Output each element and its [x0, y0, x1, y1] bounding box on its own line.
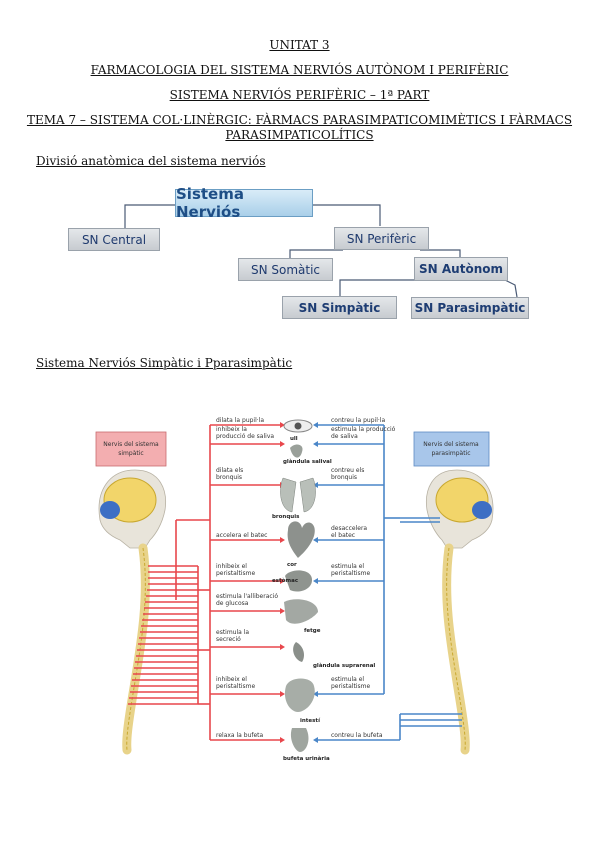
sympathetic-effect-label: inhibeix el	[216, 676, 247, 683]
unit-heading: UNITAT 3	[269, 38, 330, 52]
left-box-line1: Nervis del sistema	[103, 441, 159, 448]
sympathetic-effect-label: secreció	[216, 636, 241, 643]
parasympathetic-effect-label: contreu la pupil·la	[331, 417, 385, 424]
parasympathetic-effect-label: peristaltisme	[331, 683, 370, 690]
parasympathetic-effect-label: el batec	[331, 532, 355, 539]
topic-line-1: TEMA 7 – SISTEMA COL·LINÈRGIC: FÀRMACS P…	[26, 113, 573, 127]
organ-illustrations	[280, 419, 318, 752]
organ-label: bufeta urinària	[283, 755, 330, 762]
node-sn-parasimpatic: SN Parasimpàtic	[411, 297, 529, 319]
organ-label: bronquis	[272, 514, 300, 520]
topic-line-2: PARASIMPATICOLÍTICS	[225, 128, 374, 142]
sympathetic-nerves	[128, 424, 280, 741]
sympathetic-effect-label: relaxa la bufeta	[216, 732, 264, 739]
organ-label: glàndula suprarenal	[313, 662, 375, 669]
sympathetic-effect-label: dilata els	[216, 467, 243, 474]
organ-label: glàndula salival	[283, 458, 332, 465]
parasympathetic-effect-label: de saliva	[331, 433, 358, 440]
organ-label: ull	[290, 436, 298, 442]
parasympathetic-effect-label: estimula el	[331, 563, 364, 570]
node-sn-simpatic: SN Simpàtic	[282, 296, 397, 319]
part-title: SISTEMA NERVIÓS PERIFÈRIC – 1ª PART	[169, 88, 430, 102]
node-sn-periferic: SN Perifèric	[334, 227, 429, 250]
sympathetic-label-box: Nervis del sistema simpàtic	[95, 431, 167, 467]
section-title-simpatic: Sistema Nerviós Simpàtic i Pparasimpàtic	[36, 356, 293, 370]
sympathetic-effect-label: bronquis	[216, 474, 242, 481]
parasympathetic-effect-label: bronquis	[331, 474, 357, 481]
node-sistema-nervios: Sistema Nerviós	[175, 185, 313, 221]
organ-label: intestí	[300, 717, 321, 724]
parasympathetic-effect-label: estimula el	[331, 676, 364, 683]
node-sn-autonom: SN Autònom	[414, 257, 508, 281]
sympathetic-effect-label: producció de saliva	[216, 433, 274, 440]
sympathetic-effect-label: accelera el batec	[216, 532, 267, 539]
parasympathetic-label-box: Nervis del sistema parasimpàtic	[413, 431, 490, 467]
organ-label: cor	[287, 562, 297, 568]
organ-label: fetge	[304, 628, 321, 634]
parasympathetic-effect-label: estimula la producció	[331, 426, 396, 433]
parasympathetic-nerves	[318, 424, 462, 741]
right-box-line1: Nervis del sistema	[423, 441, 479, 448]
sympathetic-effect-label: estimula la	[216, 629, 249, 636]
right-box-line2: parasimpàtic	[431, 450, 470, 457]
parasympathetic-effect-label: peristaltisme	[331, 570, 370, 577]
left-body-figure	[98, 469, 166, 755]
sympathetic-effect-label: inhibeix el	[216, 563, 247, 570]
unit-title: FARMACOLOGIA DEL SISTEMA NERVIÓS AUTÒNOM…	[90, 63, 509, 77]
parasympathetic-effect-label: contreu els	[331, 467, 364, 474]
right-body-figure	[426, 469, 494, 755]
organ-label: estòmac	[272, 577, 298, 584]
node-sn-somatic: SN Somàtic	[238, 258, 333, 281]
sympathetic-effect-label: inhibeix la	[216, 426, 247, 433]
left-box-line2: simpàtic	[118, 450, 143, 457]
parasympathetic-effect-label: contreu la bufeta	[331, 732, 383, 739]
sympathetic-effect-label: de glucosa	[216, 600, 249, 607]
sympathetic-effect-label: dilata la pupil·la	[216, 417, 264, 424]
sympathetic-effect-label: peristaltisme	[216, 683, 255, 690]
parasympathetic-effect-label: desaccelera	[331, 525, 367, 532]
node-sn-central: SN Central	[68, 228, 160, 251]
sympathetic-effect-label: estimula l'alliberació	[216, 593, 278, 600]
section-title-anatomic: Divisió anatòmica del sistema nerviós	[36, 154, 266, 168]
sympathetic-effect-label: peristaltisme	[216, 570, 255, 577]
